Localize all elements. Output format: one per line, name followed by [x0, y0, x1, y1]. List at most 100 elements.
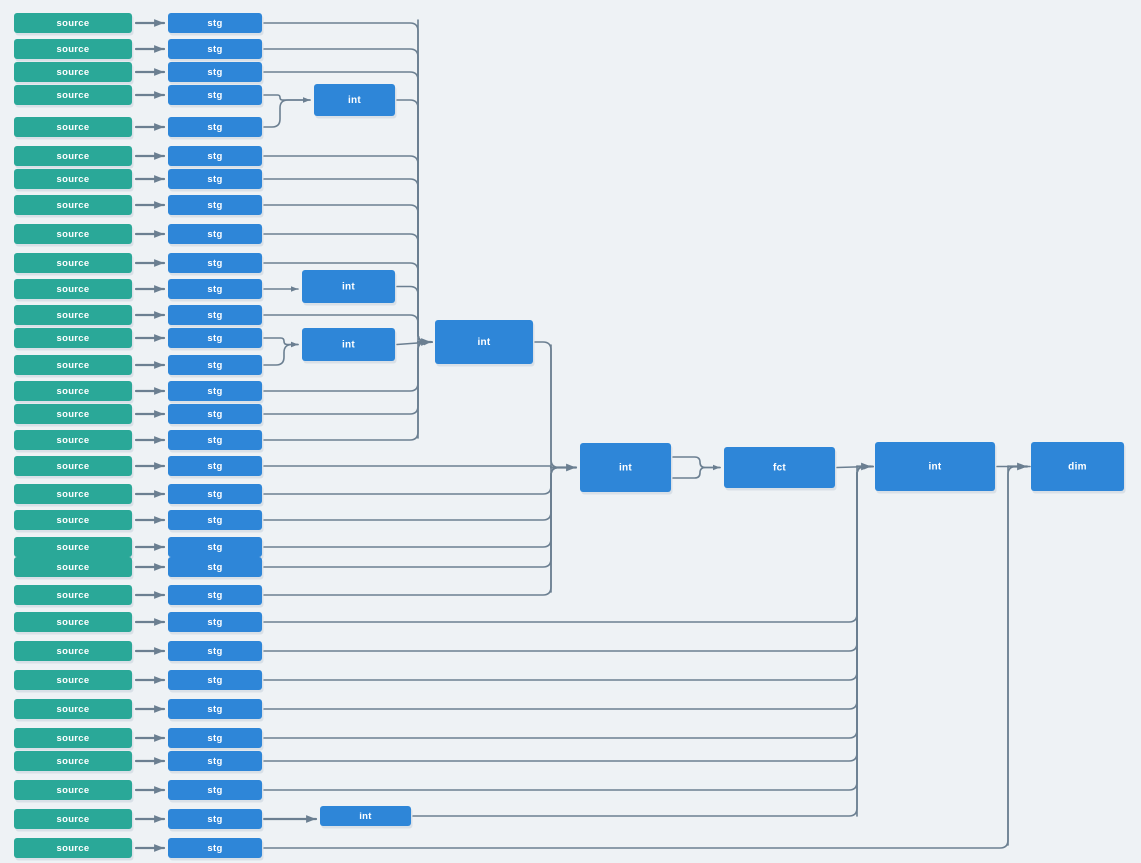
stg-node[interactable]: stg	[168, 328, 264, 351]
stg-node-label: stg	[207, 542, 222, 553]
source-node[interactable]: source	[14, 224, 134, 247]
source-node[interactable]: source	[14, 838, 134, 861]
fct-node[interactable]: fct	[724, 447, 837, 491]
source-node[interactable]: source	[14, 355, 134, 378]
source-node[interactable]: source	[14, 699, 134, 722]
source-node[interactable]: source	[14, 381, 134, 404]
source-node[interactable]: source	[14, 328, 134, 351]
stg-node[interactable]: stg	[168, 381, 264, 404]
source-node[interactable]: source	[14, 253, 134, 276]
edge-stg-to-int	[263, 341, 299, 366]
stg-node[interactable]: stg	[168, 13, 264, 36]
stg-node[interactable]: stg	[168, 510, 264, 533]
edge-stg-to-bus-mid	[263, 465, 576, 469]
source-node[interactable]: source	[14, 670, 134, 693]
stg-node[interactable]: stg	[168, 670, 264, 693]
source-node[interactable]: source	[14, 612, 134, 635]
stg-node[interactable]: stg	[168, 146, 264, 169]
source-node-label: source	[57, 18, 90, 29]
stg-node[interactable]: stg	[168, 253, 264, 276]
dim-node[interactable]: dim	[1031, 442, 1126, 494]
stg-node[interactable]: stg	[168, 117, 264, 140]
stg-node[interactable]: stg	[168, 537, 264, 560]
stg-node[interactable]: stg	[168, 279, 264, 302]
int-node[interactable]: int	[580, 443, 673, 495]
stg-node-label: stg	[207, 310, 222, 321]
source-node[interactable]: source	[14, 305, 134, 328]
edge-stg-to-bus-mid	[263, 466, 576, 596]
int-node[interactable]: int	[302, 328, 397, 364]
int-node[interactable]: int	[875, 442, 997, 494]
source-node[interactable]: source	[14, 557, 134, 580]
source-node[interactable]: source	[14, 809, 134, 832]
stg-node[interactable]: stg	[168, 585, 264, 608]
int-node-label: int	[928, 462, 941, 473]
source-node[interactable]: source	[14, 430, 134, 453]
stg-node[interactable]: stg	[168, 39, 264, 62]
int-node[interactable]: int	[320, 806, 413, 829]
stg-node[interactable]: stg	[168, 169, 264, 192]
source-node[interactable]: source	[14, 484, 134, 507]
source-node[interactable]: source	[14, 510, 134, 533]
source-node[interactable]: source	[14, 585, 134, 608]
source-node[interactable]: source	[14, 404, 134, 427]
source-node-label: source	[57, 542, 90, 553]
edge-int5-to-fct-lower	[672, 466, 721, 479]
source-node[interactable]: source	[14, 62, 134, 85]
stg-node[interactable]: stg	[168, 641, 264, 664]
edge-stg-to-bus-mid	[263, 466, 576, 568]
source-node-label: source	[57, 122, 90, 133]
source-node[interactable]: source	[14, 146, 134, 169]
stg-node[interactable]: stg	[168, 195, 264, 218]
stg-node[interactable]: stg	[168, 404, 264, 427]
source-node[interactable]: source	[14, 751, 134, 774]
source-node-label: source	[57, 174, 90, 185]
source-node[interactable]: source	[14, 780, 134, 803]
stg-node[interactable]: stg	[168, 305, 264, 328]
dim-node-label: dim	[1068, 462, 1087, 473]
int-node-label: int	[619, 463, 632, 474]
stg-node[interactable]: stg	[168, 355, 264, 378]
stg-node[interactable]: stg	[168, 809, 264, 832]
source-node[interactable]: source	[14, 39, 134, 62]
source-node[interactable]: source	[14, 85, 134, 108]
stg-node[interactable]: stg	[168, 430, 264, 453]
int-node[interactable]: int	[314, 84, 397, 119]
stg-node-label: stg	[207, 200, 222, 211]
stg-node[interactable]: stg	[168, 728, 264, 751]
stg-node[interactable]: stg	[168, 751, 264, 774]
stg-node[interactable]: stg	[168, 557, 264, 580]
stg-node[interactable]: stg	[168, 456, 264, 479]
int-node[interactable]: int	[302, 270, 397, 306]
int-node-label: int	[342, 340, 355, 351]
stg-node[interactable]: stg	[168, 838, 264, 861]
stg-node-label: stg	[207, 360, 222, 371]
source-node[interactable]: source	[14, 13, 134, 36]
int-node[interactable]: int	[435, 320, 535, 367]
stg-node[interactable]: stg	[168, 780, 264, 803]
stg-node-label: stg	[207, 590, 222, 601]
stg-node[interactable]: stg	[168, 612, 264, 635]
stg-node[interactable]: stg	[168, 85, 264, 108]
source-node-label: source	[57, 435, 90, 446]
source-node[interactable]: source	[14, 279, 134, 302]
edge-stg-to-bus-right	[263, 465, 874, 739]
stg-node[interactable]: stg	[168, 484, 264, 507]
source-node[interactable]: source	[14, 195, 134, 218]
stg-node[interactable]: stg	[168, 62, 264, 85]
source-node[interactable]: source	[14, 169, 134, 192]
edge-int4-to-bus-mid	[534, 341, 576, 469]
stg-node-label: stg	[207, 515, 222, 526]
source-node[interactable]: source	[14, 728, 134, 751]
source-node-label: source	[57, 489, 90, 500]
source-node[interactable]: source	[14, 117, 134, 140]
source-node[interactable]: source	[14, 537, 134, 560]
stg-node-label: stg	[207, 814, 222, 825]
edge-stg-to-int	[263, 337, 299, 348]
edges-layer	[134, 19, 1031, 852]
source-node[interactable]: source	[14, 456, 134, 479]
source-node[interactable]: source	[14, 641, 134, 664]
stg-node[interactable]: stg	[168, 224, 264, 247]
stg-node[interactable]: stg	[168, 699, 264, 722]
